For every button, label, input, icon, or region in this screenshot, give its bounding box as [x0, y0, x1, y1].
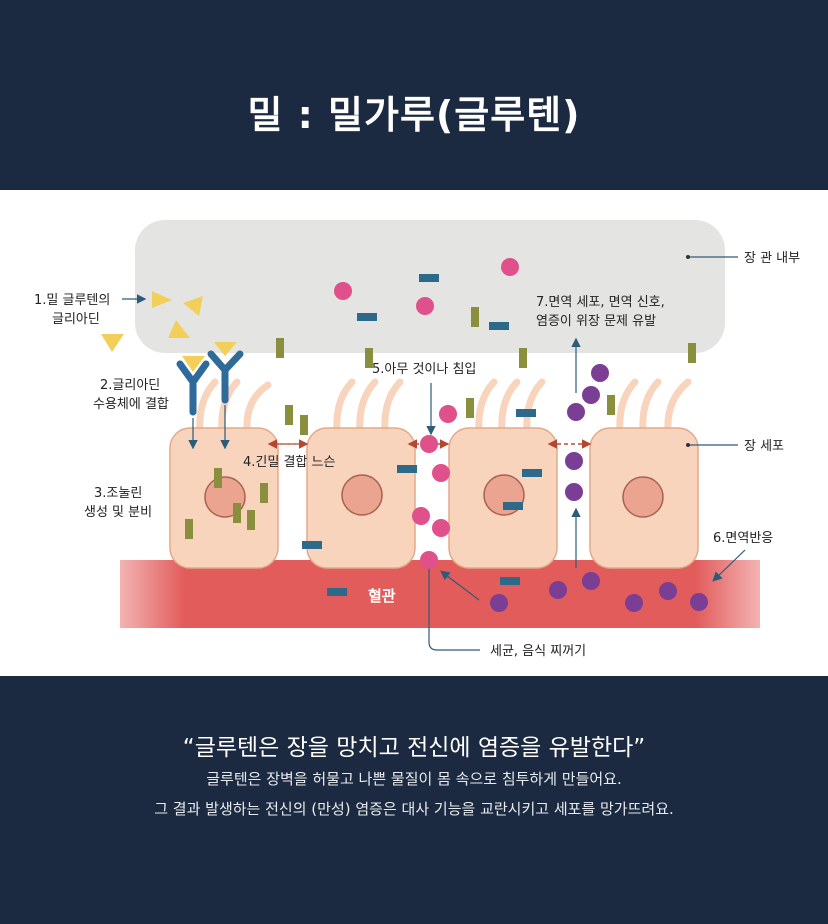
- immune-cells: [490, 364, 708, 612]
- header: 밀 : 밀가루(글루텐): [0, 0, 828, 190]
- footer-line-1: 글루텐은 장벽을 허물고 나쁜 물질이 몸 속으로 침투하게 만들어요.: [206, 770, 622, 788]
- intestinal-lumen: [135, 220, 725, 353]
- label-step2-2: 수용체에 결합: [93, 397, 169, 412]
- label-step3-2: 생성 및 분비: [84, 505, 152, 520]
- diagram-labels: 장 관 내부 1.밀 글루텐의 글리아딘 2.글리아딘 수용체에 결합 3.조눌…: [34, 251, 800, 659]
- blood-vessel: [120, 560, 760, 628]
- label-step4: 4.긴밀 결합 느슨: [243, 455, 335, 470]
- villi: [196, 378, 692, 436]
- label-step2: 2.글리아딘: [100, 378, 160, 393]
- label-step7: 7.면역 세포, 면역 신호,: [536, 295, 665, 310]
- page-title: 밀 : 밀가루(글루텐): [247, 93, 581, 137]
- food-particles: [302, 274, 542, 596]
- label-cell: 장 세포: [744, 439, 784, 454]
- zonulin-particles: [185, 307, 696, 539]
- label-step6: 6.면역반응: [713, 531, 773, 546]
- footer-quote: “글루텐은 장을 망치고 전신에 염증을 유발한다”: [182, 735, 646, 761]
- gliadin-receptors: [176, 350, 244, 416]
- label-step3: 3.조눌린: [94, 486, 142, 501]
- label-step1: 1.밀 글루텐의: [34, 293, 110, 308]
- label-step1-2: 글리아딘: [52, 312, 100, 327]
- cell-nucleus: [341, 474, 383, 516]
- label-debris: 세균, 음식 찌꺼기: [490, 644, 586, 659]
- vessel-label: 혈관: [368, 587, 396, 605]
- label-step5: 5.아무 것이나 침입: [372, 362, 476, 377]
- cell-nucleus: [622, 476, 664, 518]
- footer-line-2: 그 결과 발생하는 전신의 (만성) 염증은 대사 기능을 교란시키고 세포를 …: [154, 800, 674, 818]
- footer: “글루텐은 장을 망치고 전신에 염증을 유발한다” 글루텐은 장벽을 허물고 …: [0, 676, 828, 924]
- label-step7-2: 염증이 위장 문제 유발: [536, 314, 656, 329]
- bacteria-particles: [334, 258, 519, 569]
- label-lumen: 장 관 내부: [744, 251, 800, 266]
- gliadin-particles: [101, 291, 237, 372]
